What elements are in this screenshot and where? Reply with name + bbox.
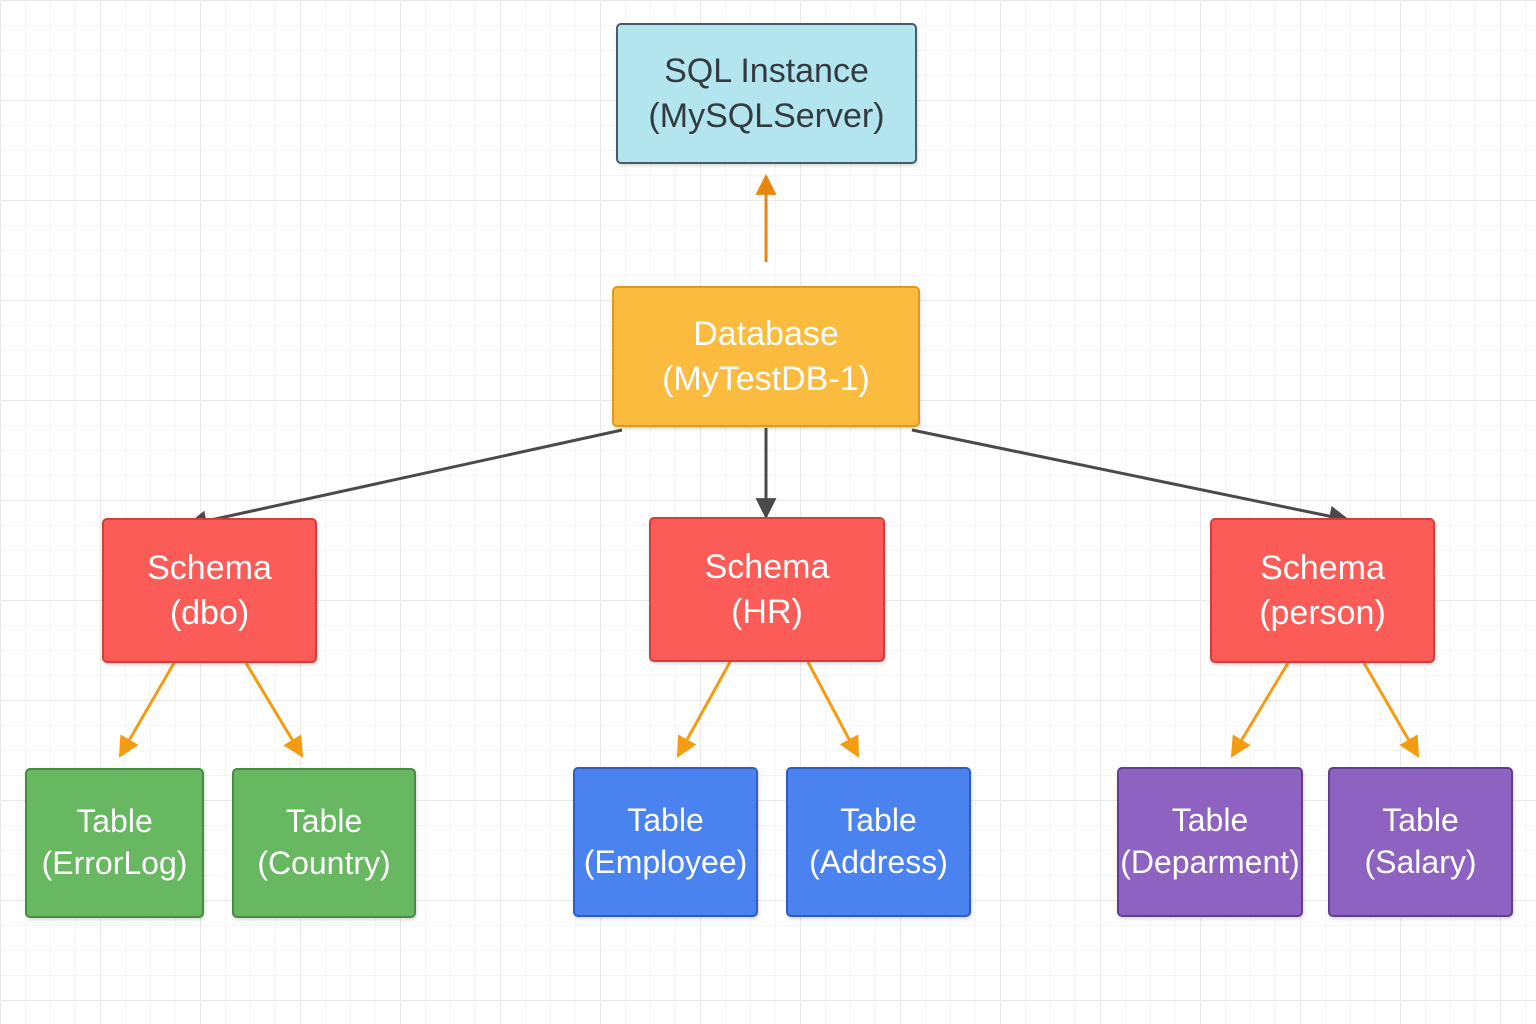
node-table-country[interactable]: Table (Country) [232, 768, 416, 918]
node-table-employee[interactable]: Table (Employee) [573, 767, 758, 917]
node-table-deparment[interactable]: Table (Deparment) [1117, 767, 1303, 917]
node-table-salary-name: (Salary) [1364, 844, 1477, 880]
node-schema-person[interactable]: Schema (person) [1210, 518, 1435, 663]
node-table-employee-title: Table [627, 802, 704, 839]
node-sql-instance[interactable]: SQL Instance (MySQLServer) [616, 23, 917, 164]
arrow-hr-to-address [806, 661, 860, 758]
node-database-name: (MyTestDB-1) [662, 359, 870, 398]
node-table-deparment-name: (Deparment) [1120, 844, 1300, 880]
arrow-database-to-schema-dbo [185, 428, 623, 532]
node-sql-instance-title: SQL Instance [664, 52, 869, 91]
node-table-address-title: Table [840, 802, 917, 839]
node-schema-hr-title: Schema [704, 548, 830, 587]
arrow-person-to-salary [1362, 662, 1420, 758]
node-table-address-name: (Address) [809, 844, 948, 880]
node-table-deparment-title: Table [1171, 802, 1249, 839]
node-schema-dbo[interactable]: Schema (dbo) [102, 518, 317, 663]
node-table-address[interactable]: Table (Address) [786, 767, 971, 917]
arrow-person-to-department [1230, 662, 1290, 758]
node-database[interactable]: Database (MyTestDB-1) [612, 286, 920, 427]
node-schema-dbo-name: (dbo) [169, 593, 250, 632]
node-table-salary-title: Table [1382, 802, 1459, 839]
node-table-errorlog-title: Table [76, 803, 153, 840]
node-schema-hr[interactable]: Schema (HR) [649, 517, 885, 662]
arrow-database-to-schema-person [911, 428, 1351, 527]
node-table-errorlog-name: (ErrorLog) [41, 845, 188, 881]
node-schema-person-title: Schema [1260, 549, 1385, 588]
arrow-dbo-to-country [244, 662, 304, 758]
node-schema-person-name: (person) [1259, 593, 1386, 632]
node-table-country-title: Table [285, 803, 363, 840]
node-table-country-name: (Country) [257, 845, 391, 881]
arrow-dbo-to-errorlog [118, 662, 176, 758]
node-database-title: Database [693, 315, 839, 354]
arrow-hr-to-employee [676, 661, 732, 758]
node-schema-hr-name: (HR) [731, 592, 803, 631]
node-table-salary[interactable]: Table (Salary) [1328, 767, 1513, 917]
node-table-employee-name: (Employee) [583, 844, 748, 880]
node-schema-dbo-title: Schema [147, 549, 272, 588]
node-sql-instance-name: (MySQLServer) [648, 96, 885, 135]
node-table-errorlog[interactable]: Table (ErrorLog) [25, 768, 204, 918]
